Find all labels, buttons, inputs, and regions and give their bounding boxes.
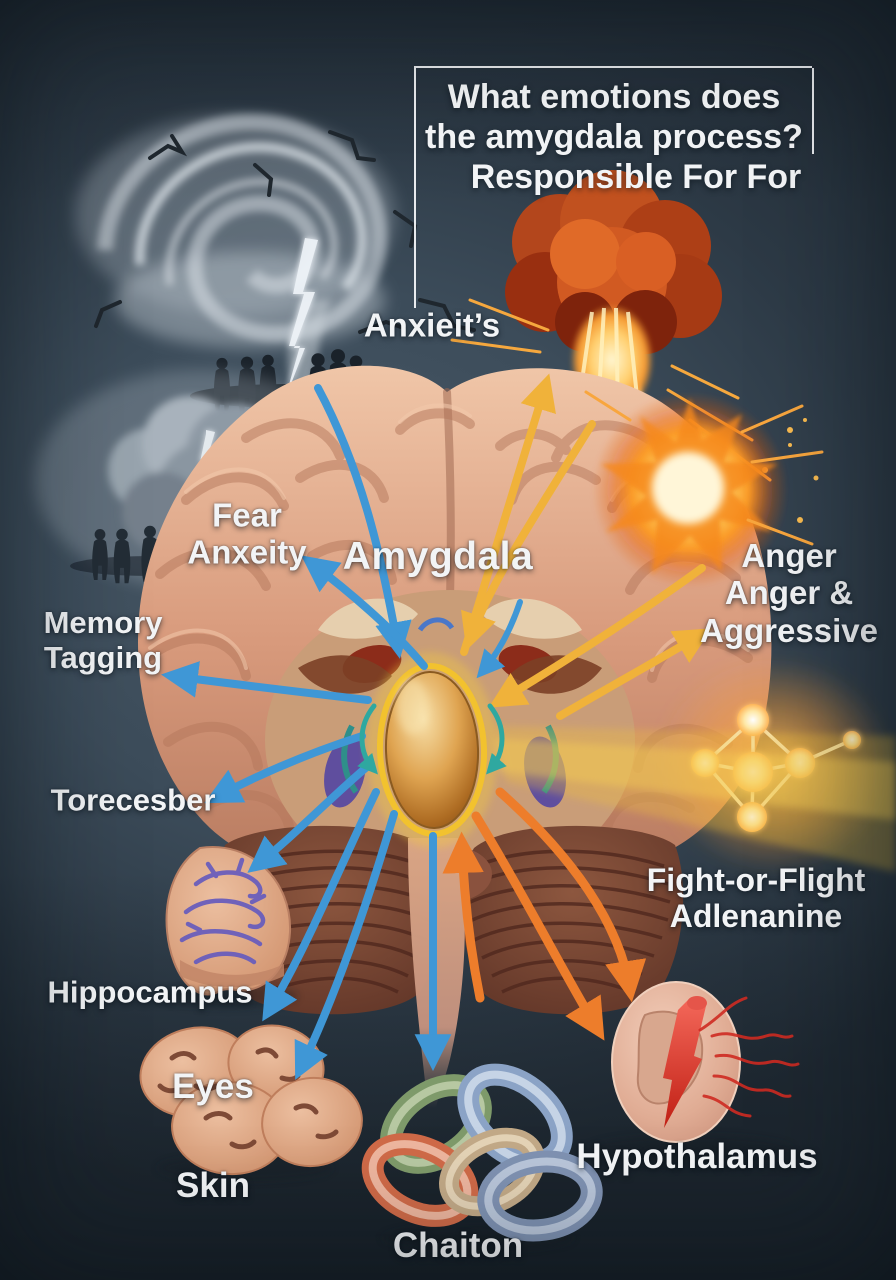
storm-debris: [94, 130, 476, 334]
label-anger-line1: Anger: [741, 537, 837, 575]
hippocampus-squiggles: [179, 857, 267, 965]
nerve-squiggles: [698, 996, 800, 1118]
label-fear-line2: Anxeity: [187, 534, 307, 571]
title-line-1: What emotions does: [447, 78, 781, 116]
title-line-2: the amygdala process?: [425, 117, 803, 156]
yellow-arrows: [460, 373, 712, 720]
title-line-3: Responsible For For: [470, 157, 802, 196]
orange-arrows: [442, 787, 647, 1041]
arrow-layer: [161, 373, 712, 1080]
label-fear-line1: Fear: [212, 496, 282, 534]
fireball-sparks: [584, 390, 824, 546]
chain-links-icon: [361, 1063, 603, 1251]
label-hippocampus: Hippocampus: [47, 974, 253, 1010]
lightning-icon: [284, 238, 318, 402]
hypothalamus-icon: [586, 981, 800, 1165]
red-bolt-icon: [663, 998, 706, 1128]
label-memory-tagging: Memory Tagging: [44, 605, 163, 675]
title-box: What emotions does the amygdala process?…: [414, 66, 814, 308]
fireball-illustration: [584, 390, 824, 588]
storm-tornado-illustration: [75, 113, 476, 417]
label-hypothalamus: Hypothalamus: [576, 1137, 818, 1177]
label-torecesber: Torecesber: [50, 782, 216, 818]
label-skin: Skin: [176, 1166, 250, 1206]
label-anxiety-top: Anxieit’s: [363, 306, 501, 344]
label-memory-line2: Tagging: [43, 640, 163, 675]
label-anger-aggressive: Anger Anger & Aggressive: [700, 537, 878, 649]
storm-swirl: [97, 113, 387, 342]
label-memory-line1: Memory: [43, 604, 163, 640]
teal-arrows: [357, 703, 507, 775]
yellow-beam: [494, 726, 896, 872]
label-chaiton: Chaiton: [392, 1226, 524, 1266]
label-fight-or-flight: Fight-or-Flight Adlenanine: [647, 862, 866, 934]
label-amygdala: Amygdala: [342, 534, 534, 578]
blue-arrows: [161, 384, 523, 1080]
label-fight-line2: Adlenanine: [669, 898, 843, 934]
label-anger-line3: Aggressive: [700, 611, 878, 649]
label-anger-line2: Anger &: [724, 574, 854, 612]
label-fight-line1: Fight-or-Flight: [646, 861, 866, 898]
label-fear-anxiety: Fear Anxeity: [187, 497, 306, 572]
explosion-illustration: [450, 170, 807, 503]
label-eyes: Eyes: [172, 1067, 254, 1107]
title-box-right-border: [812, 68, 814, 154]
